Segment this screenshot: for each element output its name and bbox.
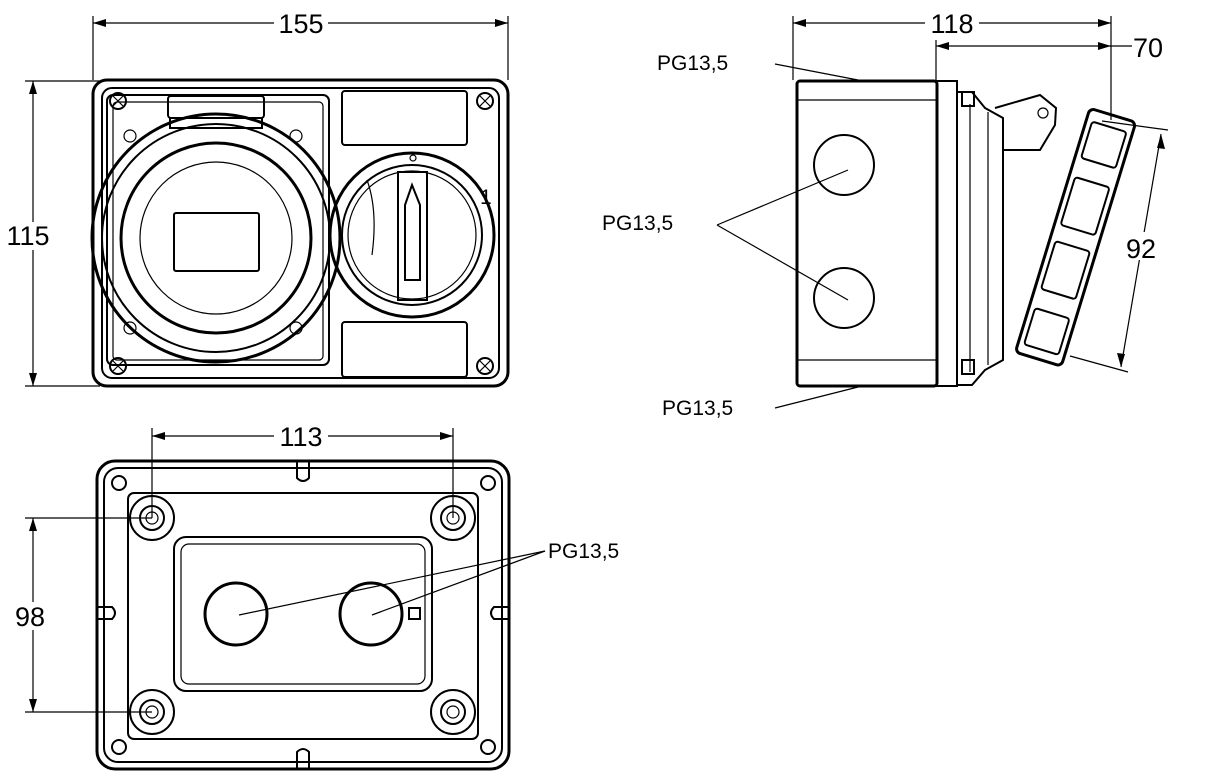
side-open-lid — [1015, 108, 1137, 367]
rear-gland-right — [338, 581, 404, 647]
side-gland-callouts: PG13,5 PG13,5 PG13,5 — [602, 52, 863, 420]
front-height-dimension: 115 — [2, 80, 100, 387]
rear-gland-callout: PG13,5 — [238, 540, 619, 616]
front-height-label: 115 — [6, 221, 49, 251]
rear-hole-v-dimension: 98 — [8, 517, 152, 713]
side-lid-label: 92 — [1126, 234, 1156, 264]
side-depth2-label: 70 — [1133, 33, 1163, 63]
front-view: 155 115 — [2, 9, 510, 388]
switch-on-mark: 1 — [480, 186, 492, 209]
side-depth2-dimension: 70 — [935, 33, 1163, 80]
side-gland-top — [813, 134, 875, 196]
rotary-switch: 1 — [328, 90, 496, 378]
rear-view: 113 98 — [8, 422, 619, 771]
socket-lid — [90, 112, 342, 364]
rear-hole-v-label: 98 — [15, 602, 45, 632]
side-gland-side-label: PG13,5 — [602, 212, 673, 235]
side-housing-outline — [795, 79, 939, 388]
rear-mounting-holes — [129, 495, 476, 735]
side-lid-dimension: 92 — [1069, 120, 1169, 373]
side-depth-label: 118 — [930, 9, 973, 39]
side-gland-bottom-label: PG13,5 — [662, 397, 733, 420]
side-gland-bottom — [813, 267, 875, 329]
rear-gland-label: PG13,5 — [548, 540, 619, 563]
rear-hole-h-dimension: 113 — [151, 422, 454, 518]
front-housing-outline — [91, 78, 510, 388]
rear-hole-h-label: 113 — [279, 422, 322, 452]
rear-gland-left — [203, 581, 269, 647]
rear-housing-outline — [95, 459, 511, 771]
side-gland-top-label: PG13,5 — [657, 52, 728, 75]
lid-label-window — [173, 212, 260, 272]
side-view: 118 70 — [602, 9, 1169, 420]
front-width-label: 155 — [278, 9, 323, 39]
side-depth-dimension: 118 — [792, 9, 1112, 120]
front-width-dimension: 155 — [92, 9, 509, 80]
